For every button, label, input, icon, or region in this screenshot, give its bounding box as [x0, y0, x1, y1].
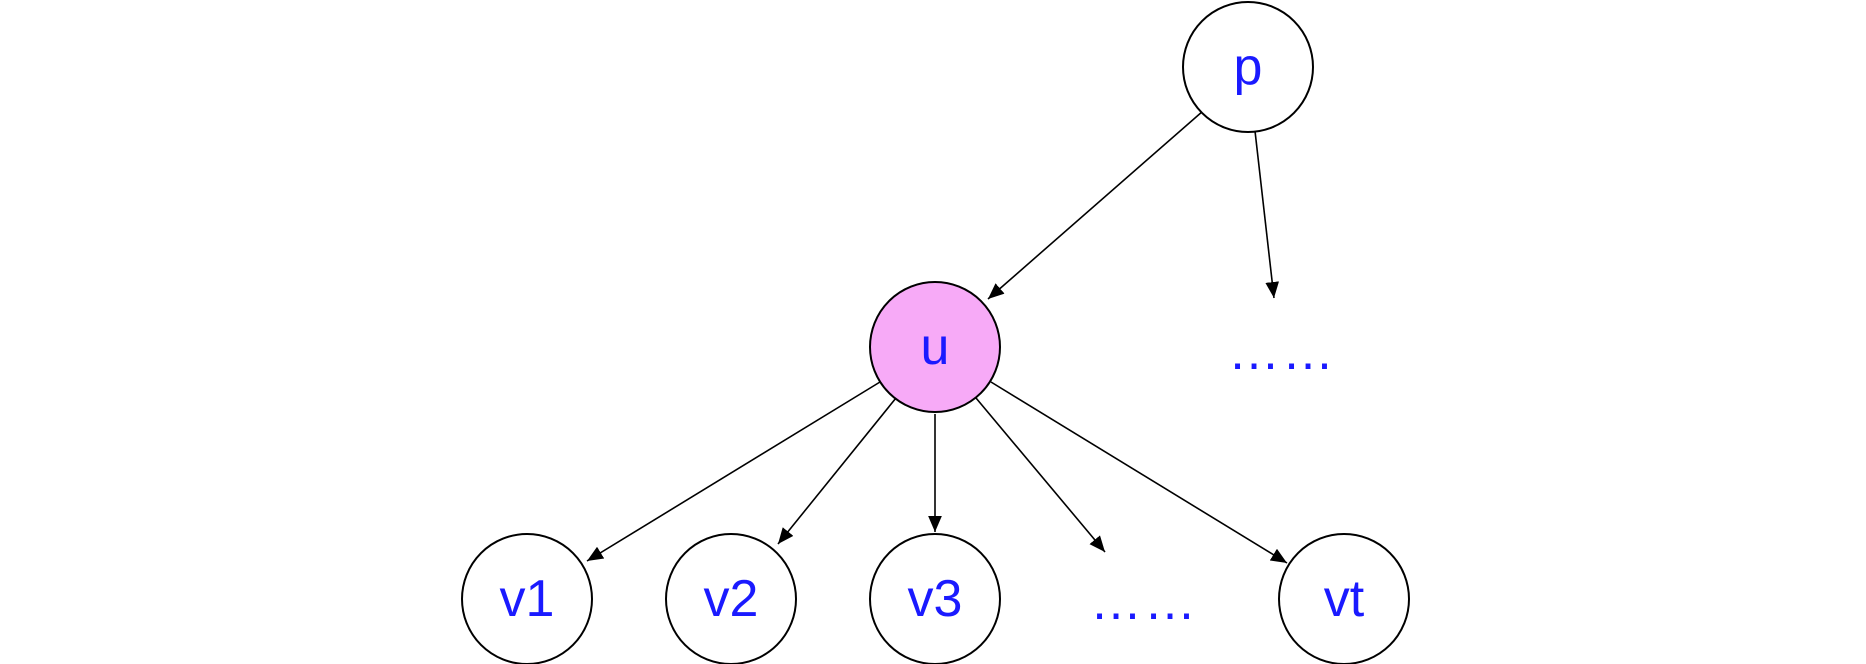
node-vt-label: vt — [1324, 570, 1365, 628]
node-vt: vt — [1278, 533, 1410, 664]
node-v2-circle — [665, 533, 797, 664]
node-u: u — [869, 281, 1001, 413]
edge-p-to-right-ellipsis — [1254, 130, 1280, 299]
node-v3-label: v3 — [908, 570, 963, 628]
node-v2: v2 — [665, 533, 797, 664]
right-ellipsis-label: …… — [1228, 323, 1336, 381]
node-p-label: p — [1234, 38, 1263, 96]
node-u-circle — [869, 281, 1001, 413]
node-u-label: u — [921, 318, 950, 376]
node-v3-circle — [869, 533, 1001, 664]
node-p-circle — [1182, 1, 1314, 133]
edge-u-to-v1 — [586, 381, 881, 562]
edge-u-to-vt — [990, 381, 1288, 564]
node-vt-circle — [1278, 533, 1410, 664]
edge-u-to-child-ellipsis — [975, 397, 1106, 553]
node-v3: v3 — [869, 533, 1001, 664]
edge-u-to-v2 — [777, 397, 897, 545]
child-ellipsis-label: …… — [1090, 573, 1198, 631]
edge-p-to-u — [987, 110, 1204, 300]
node-p: p — [1182, 1, 1314, 133]
nodes: p u v1 v2 v3 vt …… …… — [461, 1, 1410, 664]
edges — [586, 110, 1288, 564]
node-v1-circle — [461, 533, 593, 664]
node-v2-label: v2 — [704, 570, 759, 628]
node-v1-label: v1 — [500, 570, 555, 628]
node-v1: v1 — [461, 533, 593, 664]
